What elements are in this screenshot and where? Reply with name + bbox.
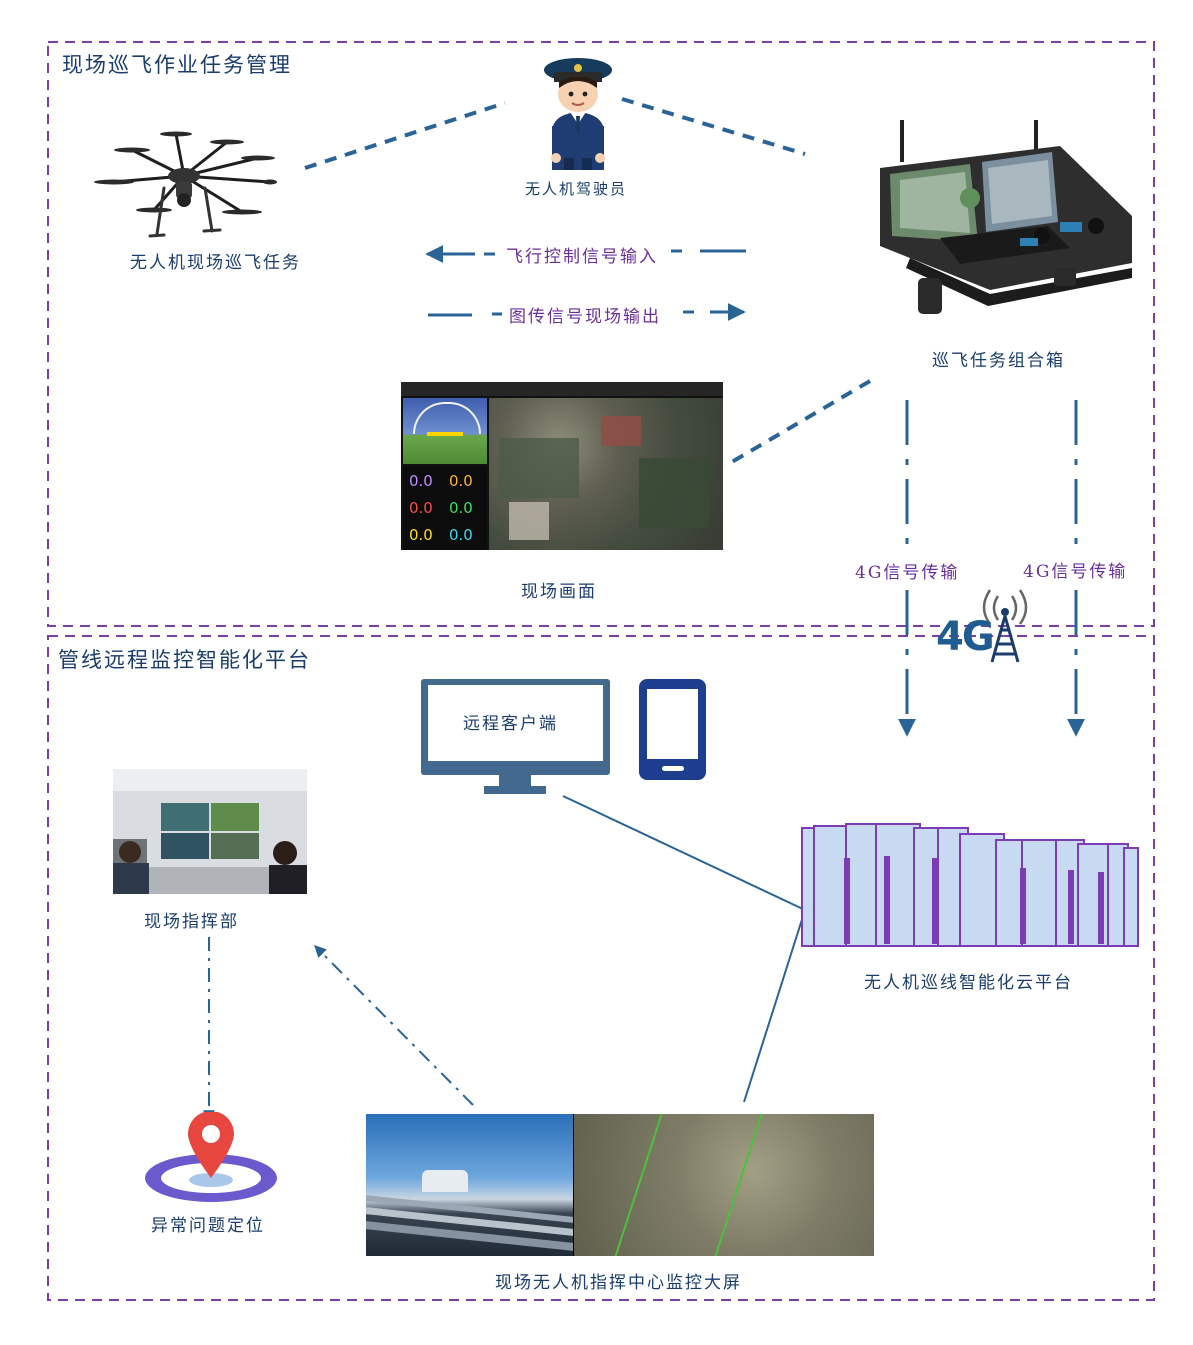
location-pin-icon [145,1112,277,1202]
control-case-icon [880,120,1132,314]
monitor-big-screen [366,1114,874,1256]
scene-toolbar [401,382,723,396]
scene-screen: 0.0 0.0 0.0 0.0 0.0 0.0 [401,382,723,550]
scene-aerial-map [489,398,723,550]
remote-monitor-icon [421,679,610,775]
command-post-label: 现场指挥部 [144,912,239,932]
screen-command-link [314,945,474,1106]
bottom-section-frame [47,635,1155,1301]
mobile-phone-icon [639,679,706,780]
g4-badge-text: 4G [936,614,995,660]
pipeline-photo [366,1114,573,1256]
g4-left-label: 4G信号传输 [855,563,960,583]
scene-readout-5: 0.0 [409,526,433,544]
scene-readout-4: 0.0 [449,499,473,517]
cloud-label: 无人机巡线智能化云平台 [864,973,1073,993]
drone-label: 无人机现场巡飞任务 [130,253,301,273]
scene-readout-3: 0.0 [409,499,433,517]
g4-right-label: 4G信号传输 [1023,562,1128,582]
pilot-label: 无人机驾驶员 [525,180,628,198]
monitor-stand [499,775,531,787]
bottom-section-title: 管线远程监控智能化平台 [58,648,311,672]
pilot-icon [544,58,612,170]
case-label: 巡飞任务组合箱 [932,351,1065,371]
video-out-label: 图传信号现场输出 [509,307,661,327]
scene-readouts-panel: 0.0 0.0 0.0 0.0 0.0 0.0 [403,466,487,550]
cloud-screen-link [743,909,806,1103]
remote-client-label: 远程客户端 [463,714,558,734]
monitor-base [484,786,546,794]
top-section-frame [47,41,1155,627]
top-section-title: 现场巡飞作业任务管理 [62,53,292,77]
command-post-photo [113,769,307,894]
pilot-drone-link [304,101,506,170]
big-screen-label: 现场无人机指挥中心监控大屏 [495,1273,742,1293]
anomaly-label: 异常问题定位 [151,1216,265,1236]
drone-icon [94,131,277,238]
aerial-pipeline-photo [574,1114,874,1256]
scene-label: 现场画面 [521,582,597,602]
cloud-client-link [562,795,806,911]
scene-attitude-indicator [403,398,487,464]
g4-badge: 4G [936,586,1040,666]
cloud-servers-icon [801,823,1139,947]
flight-control-label: 飞行控制信号输入 [506,247,658,267]
antenna-tower-icon [982,589,1028,663]
scene-readout-2: 0.0 [449,472,473,490]
scene-readout-6: 0.0 [449,526,473,544]
pilot-case-link [621,97,806,156]
case-scene-link [723,379,872,468]
scene-readout-1: 0.0 [409,472,433,490]
